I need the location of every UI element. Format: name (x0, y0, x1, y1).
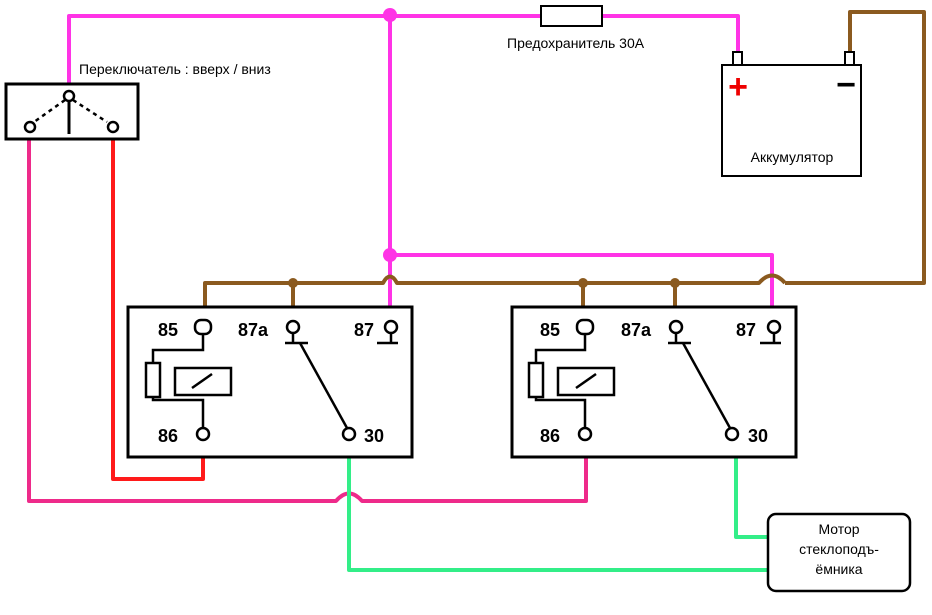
relay-left-resistor (144, 361, 162, 399)
relay-left-label-85: 85 (158, 320, 178, 340)
switch-dash-left (33, 98, 66, 124)
switch-contact-right (106, 120, 120, 134)
battery-label: Аккумулятор (751, 149, 834, 165)
junction-brown-2 (578, 278, 588, 288)
relay-right-resistor (527, 361, 545, 399)
motor-label-line2: стеклоподъ- (799, 541, 879, 557)
relay-right-pin-86 (577, 426, 593, 442)
relay-left-label-87a: 87a (238, 320, 269, 340)
relay-left-coil-slash (191, 372, 213, 390)
battery-minus-sign: − (836, 66, 856, 104)
battery-terminal-minus (844, 51, 855, 66)
relay-right-pin-87 (766, 319, 782, 335)
relay-right: 85 86 87a 87 30 (510, 305, 798, 459)
switch-contact-common (62, 89, 76, 103)
relay-left-label-30: 30 (364, 426, 384, 446)
motor-box (766, 512, 912, 593)
wire-ground-bus (203, 273, 787, 309)
wire-left-30-to-motor (347, 458, 768, 572)
relay-left-armature (298, 342, 349, 429)
battery-body (721, 64, 862, 177)
fuse-label: Предохранитель 30А (507, 35, 645, 51)
wire-right-30-to-motor (734, 458, 768, 539)
motor-label-line1: Мотор (818, 521, 859, 537)
relay-right-label-30: 30 (748, 426, 768, 446)
relay-right-pin-30 (724, 426, 740, 442)
relay-left-pin-85 (193, 318, 213, 336)
relay-right-label-85: 85 (540, 320, 560, 340)
relay-left-pin-30 (341, 426, 357, 442)
relay-left-pin-86 (195, 426, 211, 442)
switch-contact-left (23, 120, 37, 134)
junction-brown-1 (288, 278, 298, 288)
green-wires (347, 458, 768, 572)
relay-right-label-87a: 87a (621, 320, 652, 340)
battery: + − Аккумулятор (721, 51, 862, 177)
relay-left-label-86: 86 (158, 426, 178, 446)
fuse: Предохранитель 30А (507, 5, 645, 51)
wire-supply-to-relays (388, 16, 774, 316)
relay-right-label-87: 87 (736, 320, 756, 340)
wire-battery-minus-ground (785, 10, 926, 285)
switch: Переключатель : вверх / вниз (4, 61, 271, 141)
relay-left-label-87: 87 (354, 320, 374, 340)
motor: Мотор стеклоподъ- ёмника (766, 512, 912, 593)
relay-left: 85 86 87a 87 30 (126, 305, 414, 459)
junction-middle (383, 248, 397, 262)
switch-label: Переключатель : вверх / вниз (79, 61, 271, 77)
wire-fuse-to-battery-plus (602, 14, 740, 52)
motor-label-line3: ёмника (815, 561, 862, 577)
relay-right-coil-slash (575, 372, 597, 390)
switch-dash-right (72, 98, 108, 124)
relay-right-pin-87a (668, 319, 684, 335)
junction-brown-3 (670, 278, 680, 288)
junction-top (383, 8, 397, 22)
fuse-body (540, 5, 603, 27)
relay-right-armature (681, 342, 732, 429)
wire-switch-common-to-supply (67, 14, 541, 88)
wire-switch-to-left-86 (111, 137, 205, 481)
battery-terminal-plus (732, 51, 743, 66)
battery-plus-sign: + (728, 68, 748, 106)
relay-left-pin-87a (285, 319, 301, 335)
relay-right-label-86: 86 (540, 426, 560, 446)
relay-left-pin-87 (383, 319, 399, 335)
relay-right-pin-85 (575, 318, 595, 336)
